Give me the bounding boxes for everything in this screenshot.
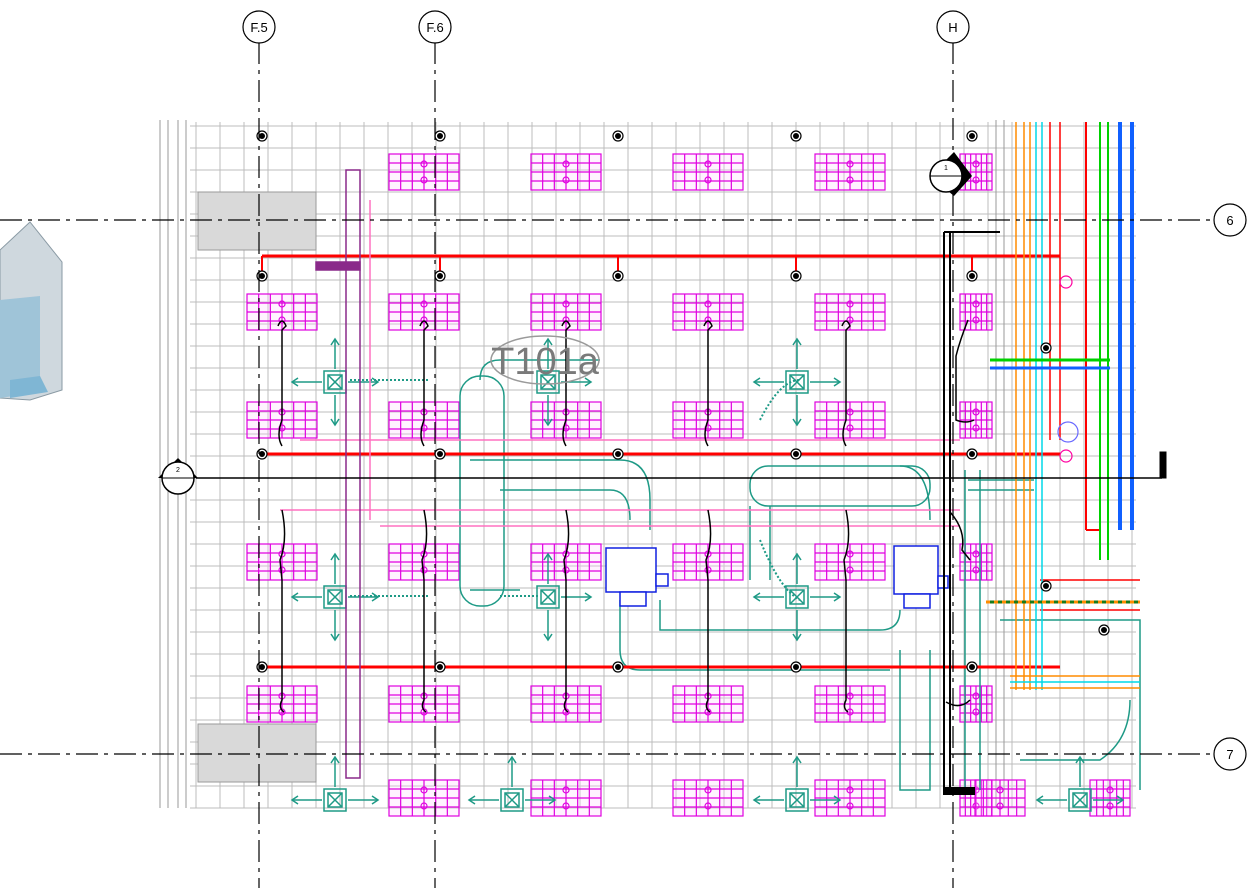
diffuser (959, 293, 993, 331)
diffuser (814, 779, 886, 817)
sprinkler-drop (421, 509, 428, 713)
sprinkler-drop (705, 509, 712, 713)
3d-view-thumbnail[interactable] (0, 221, 63, 401)
diffuser (672, 153, 744, 191)
grid-bubble-7[interactable]: 7 (1213, 737, 1247, 771)
diffuser (814, 401, 886, 439)
supply-grille (1035, 755, 1125, 812)
sprinkler-head (966, 661, 978, 673)
sprinkler-drop (955, 319, 975, 423)
sprinkler-head (434, 270, 446, 282)
sprinkler-head (612, 448, 624, 460)
vav-boxes (605, 545, 949, 609)
diffuser (388, 293, 460, 331)
red-mains (261, 122, 1140, 669)
supply-grille (752, 755, 842, 812)
diffuser (672, 779, 744, 817)
section-line (196, 451, 1167, 479)
diffuser (672, 293, 744, 331)
sprinkler-drop (841, 320, 851, 447)
sprinkler-drop (419, 320, 429, 447)
section-marker-2[interactable]: 2 (158, 458, 198, 495)
supply-diffusers (246, 153, 1131, 817)
sprinkler-head (966, 448, 978, 460)
grid-bubble-F5[interactable]: F.5 (242, 10, 276, 44)
sprinkler-head (1040, 580, 1052, 592)
room-tag[interactable]: T101a (490, 335, 600, 385)
supply-grille (290, 755, 380, 812)
svg-text:T101a: T101a (491, 341, 600, 383)
sprinkler-head (790, 448, 802, 460)
sprinkler-head (612, 130, 624, 142)
flex-lines-pink (280, 200, 960, 527)
diffuser (530, 293, 602, 331)
diffuser (974, 779, 1026, 817)
sprinkler-drop (277, 320, 287, 447)
supply-grille (536, 552, 593, 642)
supply-grille (752, 337, 842, 427)
sprinkler-head (790, 130, 802, 142)
grid-bubble-H[interactable]: H (936, 10, 970, 44)
pipe-bundle (986, 122, 1140, 690)
supply-ductwork (459, 359, 1141, 791)
sprinkler-drop (843, 509, 850, 713)
svg-text:F.5: F.5 (250, 20, 267, 35)
svg-text:H: H (948, 20, 957, 35)
vertical-risers (943, 230, 1000, 795)
sprinkler-head (966, 270, 978, 282)
diffuser (814, 153, 886, 191)
building-gridlines (0, 42, 1210, 888)
sprinkler-heads (256, 130, 1110, 673)
ceiling-grid (190, 122, 1136, 809)
svg-text:1: 1 (944, 165, 948, 172)
sprinkler-drop (279, 509, 286, 713)
sprinkler-head (966, 130, 978, 142)
sprinkler-head (612, 270, 624, 282)
diffuser (1089, 779, 1131, 817)
sprinkler-head (1040, 342, 1052, 354)
diffuser (530, 779, 602, 817)
grid-bubble-6[interactable]: 6 (1213, 203, 1247, 237)
diffuser (814, 543, 886, 581)
diffuser (246, 293, 318, 331)
supply-grille (752, 552, 842, 642)
sprinkler-head (1098, 624, 1110, 636)
diffuser (530, 153, 602, 191)
diffuser (814, 685, 886, 723)
grid-bubble-F6[interactable]: F.6 (418, 10, 452, 44)
section-marker-1[interactable]: 1 (929, 152, 972, 196)
sprinkler-head (790, 270, 802, 282)
sprinkler-head (790, 661, 802, 673)
diffuser (388, 779, 460, 817)
supply-grille (467, 755, 557, 812)
sprinkler-drop (563, 509, 570, 713)
sprinkler-drop (561, 320, 571, 447)
sprinkler-head (434, 130, 446, 142)
sprinkler-head (434, 661, 446, 673)
sprinkler-drop (703, 320, 713, 447)
diffuser (814, 293, 886, 331)
sprinkler-head (434, 448, 446, 460)
svg-text:6: 6 (1226, 213, 1233, 228)
sprinkler-drops (277, 319, 975, 713)
svg-text:F.6: F.6 (426, 20, 443, 35)
supply-grilles (290, 337, 1125, 812)
sprinkler-drop (945, 699, 971, 707)
exhaust-duct (315, 169, 361, 779)
sprinkler-head (612, 661, 624, 673)
svg-text:7: 7 (1226, 747, 1233, 762)
diffuser (388, 153, 460, 191)
svg-text:2: 2 (176, 467, 180, 474)
diffuser (959, 401, 993, 439)
